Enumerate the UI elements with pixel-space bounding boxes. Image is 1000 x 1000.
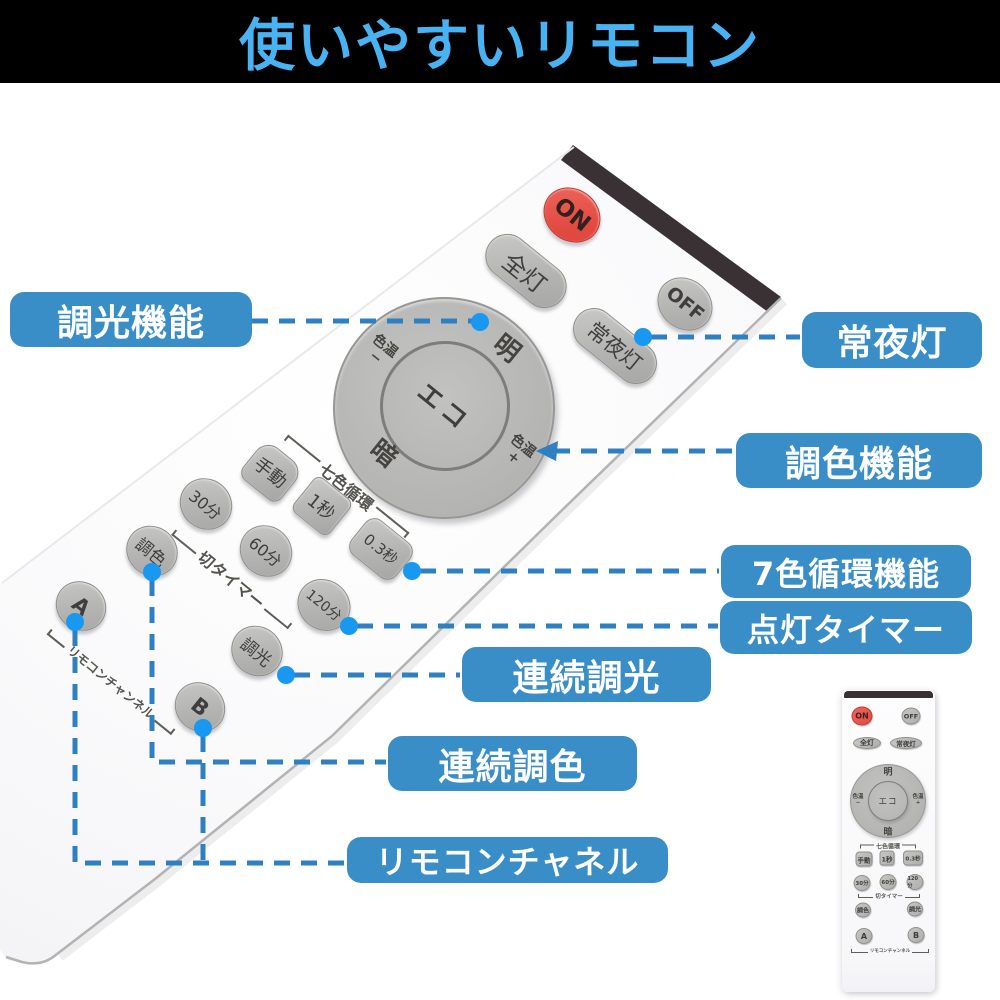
banner: 使いやすいリモコン (0, 0, 1000, 83)
mini-tint-button: 調色 (855, 902, 871, 918)
mini-timer-60min-button: 60分 (879, 874, 897, 890)
mini-channel-a-button: A (855, 928, 873, 944)
mini-off-button: OFF (901, 707, 921, 725)
mini-timer-120min-button: 120分 (906, 874, 924, 890)
mini-print-seven-color-cycle: 七色循環 (860, 842, 917, 851)
page-title: 使いやすいリモコン (239, 14, 761, 79)
callout-label-timer: 点灯タイマー (720, 601, 972, 654)
mini-all-light-button: 全灯 (853, 737, 881, 749)
mini-dial-label-bright: 明 (883, 767, 893, 778)
mini-print-remote-channel: リモコンチャンネル (851, 948, 929, 954)
mini-eco-button: エコ (868, 781, 908, 821)
callout-label-continuous-tint: 連続調色 (388, 736, 637, 791)
callout-label-dimming: 調光機能 (10, 292, 252, 347)
mini-timer-30min-button: 30分 (853, 875, 871, 891)
mini-dial-label-dark: 暗 (883, 827, 893, 838)
mini-on-button: ON (851, 706, 873, 726)
mini-remote: ON OFF 全灯 常夜灯 エコ 明 暗 色温 − 色温 + 七色循環 手動 1… (842, 690, 935, 992)
mini-ir-window (844, 691, 933, 698)
mini-channel-b-button: B (907, 927, 925, 943)
mini-dial-label-color-temp-minus: 色温 − (852, 794, 864, 806)
callout-label-remote-channel: リモコンチャネル (347, 837, 668, 883)
callout-label-tint-function: 調色機能 (736, 433, 982, 488)
mini-cycle-1s-button: 1秒 (879, 850, 895, 866)
mini-manual-button: 手動 (855, 851, 873, 867)
mini-dial-label-color-temp-plus: 色温 + (912, 794, 924, 806)
callout-label-night-light: 常夜灯 (802, 312, 982, 368)
mini-print-off-timer: 切タイマー (858, 892, 921, 900)
mini-cycle-03s-button: 0.3秒 (903, 850, 923, 866)
mini-night-light-button: 常夜灯 (890, 737, 922, 749)
callout-label-continuous-dim: 連続調光 (462, 647, 711, 702)
callout-label-cycle-function: 7色循環機能 (721, 545, 971, 598)
mini-dim-button: 調光 (907, 901, 923, 917)
